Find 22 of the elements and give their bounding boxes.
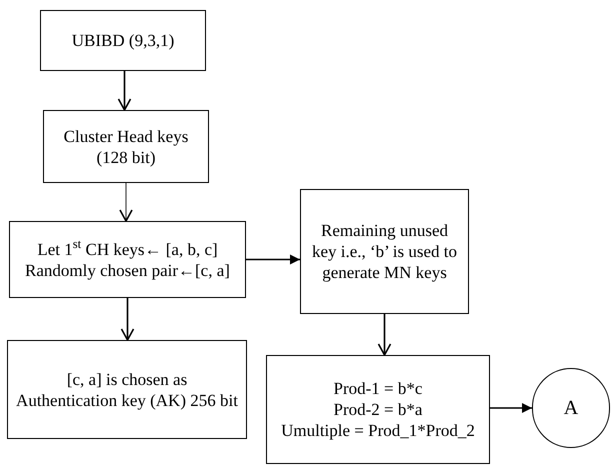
process-box [266,355,490,464]
process-box [9,221,246,298]
node-text: Let 1$^{st}$ CH keys← [a, b, c] [37,238,218,260]
node-text: A [564,398,578,418]
arrow [119,182,133,222]
node-text: Cluster Head keys (128 bit) [62,126,190,168]
arrow [246,254,300,264]
node-text: Randomly chosen pair←[c, a] [25,260,230,280]
process-box [43,110,209,183]
process-box [40,10,206,71]
node-text: Prod-2 = b*a [334,399,422,420]
arrow [490,403,532,413]
arrow [120,298,134,341]
node-text: Prod-1 = b*c [334,378,422,399]
node-text: Remaining unused key i.e., ‘b’ is used to generate MN keys [310,220,458,283]
node-text: [c, a] is chosen as Authentication key (AK) 256 bit [16,368,238,410]
arrow [118,71,132,111]
process-box [300,189,469,314]
process-box [7,340,247,439]
node-text: Umultiple = Prod_1*Prod_2 [281,420,475,441]
arrow [378,314,392,356]
node-text: UBIBD (9,3,1) [72,30,174,51]
